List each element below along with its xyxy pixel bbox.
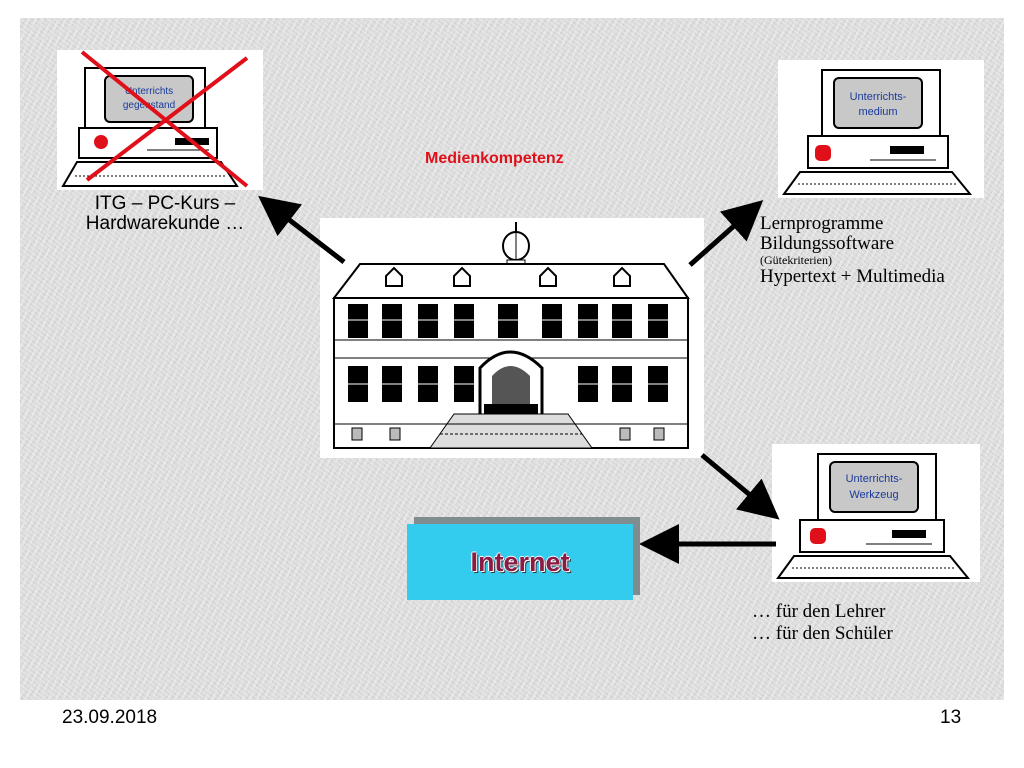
computer-unterrichtsmedium: Unterrichts- medium xyxy=(778,60,984,198)
werkzeug-caption-line1: … für den Lehrer xyxy=(752,601,886,622)
medium-caption-line2: Bildungssoftware xyxy=(760,233,895,254)
school-building-image xyxy=(320,218,704,458)
medium-caption-line1: Lernprogramme xyxy=(760,213,884,234)
cross-line-2 xyxy=(85,56,249,182)
computer-icon: Unterrichts- medium xyxy=(782,69,973,195)
itg-caption-line1: ITG – PC-Kurs – xyxy=(94,193,236,214)
werkzeug-caption: … für den Lehrer … für den Schüler xyxy=(752,601,893,645)
screen-label-line2: Werkzeug xyxy=(849,489,898,501)
screen-label-line1: Unterrichts- xyxy=(846,473,903,485)
medienkompetenz-label: Medienkompetenz xyxy=(425,150,564,167)
screen-label-line1: Unterrichts xyxy=(125,86,173,97)
footer-date: 23.09.2018 xyxy=(62,707,158,728)
computer-icon: Unterrichts gegenstand xyxy=(61,50,249,188)
computer-unterrichtswerkzeug: Unterrichts- Werkzeug xyxy=(772,444,980,582)
internet-label: Internet xyxy=(470,546,570,577)
computer-icon: Unterrichts- Werkzeug xyxy=(776,453,971,579)
computer-unterrichtsgegenstand: Unterrichts gegenstand xyxy=(57,50,263,190)
werkzeug-caption-line2: … für den Schüler xyxy=(752,623,893,644)
arrow-to-medium xyxy=(688,200,764,267)
arrow-to-werkzeug xyxy=(700,453,780,520)
itg-caption: ITG – PC-Kurs – Hardwarekunde … xyxy=(60,194,270,234)
itg-caption-line2: Hardwarekunde … xyxy=(85,213,245,234)
internet-box: Internet xyxy=(407,524,633,600)
medium-caption-line4: Hypertext + Multimedia xyxy=(760,266,945,287)
medium-caption-line3: (Gütekriterien) xyxy=(760,253,832,267)
screen-label-line1: Unterrichts- xyxy=(850,91,907,103)
school-building-drawing xyxy=(331,222,690,449)
footer-page-number: 13 xyxy=(940,707,962,728)
medium-caption: Lernprogramme Bildungssoftware (Gütekrit… xyxy=(760,214,945,287)
arrow-to-itg xyxy=(258,195,346,264)
screen-label-line2: medium xyxy=(858,106,897,118)
